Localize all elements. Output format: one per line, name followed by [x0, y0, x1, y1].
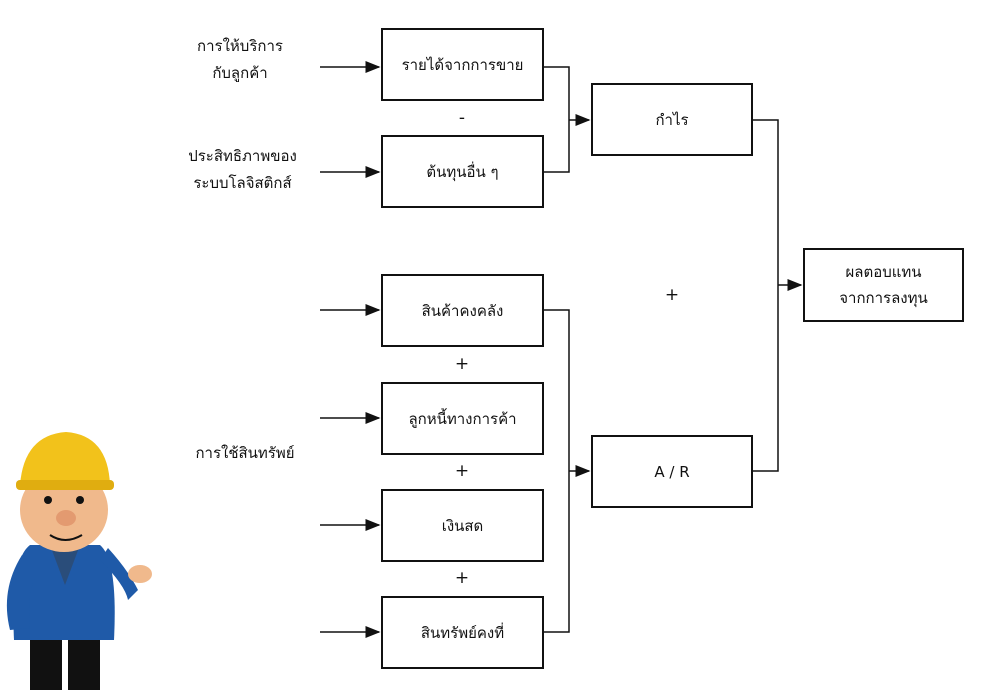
- box-profit: กำไร: [591, 83, 753, 156]
- box-receivables: ลูกหนี้ทางการค้า: [381, 382, 544, 455]
- plus-operator-main: +: [664, 285, 680, 305]
- input-service-label: การให้บริการ กับลูกค้า: [170, 33, 310, 87]
- box-revenue: รายได้จากการขาย: [381, 28, 544, 101]
- input-asset-use-label: การใช้สินทรัพย์: [195, 444, 295, 462]
- box-inventory: สินค้าคงคลัง: [381, 274, 544, 347]
- input-logistics-label: ประสิทธิภาพของ ระบบโลจิสติกส์: [160, 143, 325, 197]
- bracket-profit: [544, 66, 570, 173]
- box-other-costs: ต้นทุนอื่น ๆ: [381, 135, 544, 208]
- box-roi-line1: ผลตอบแทน: [845, 263, 922, 281]
- bracket-roi: [753, 119, 779, 472]
- box-ar: A / R: [591, 435, 753, 508]
- worker-mascot-icon: [6, 432, 152, 690]
- plus-operator-2: +: [454, 461, 470, 481]
- plus-operator-3: +: [454, 568, 470, 588]
- box-fixed-assets: สินทรัพย์คงที่: [381, 596, 544, 669]
- minus-operator: -: [458, 108, 466, 128]
- input-logistics-line1: ประสิทธิภาพของ: [188, 147, 297, 165]
- box-roi: ผลตอบแทน จากการลงทุน: [803, 248, 964, 322]
- box-roi-line2: จากการลงทุน: [839, 289, 928, 307]
- box-cash: เงินสด: [381, 489, 544, 562]
- input-service-line1: การให้บริการ: [197, 37, 283, 55]
- bracket-assets: [544, 309, 570, 633]
- input-logistics-line2: ระบบโลจิสติกส์: [193, 174, 292, 192]
- plus-operator-1: +: [454, 354, 470, 374]
- input-service-line2: กับลูกค้า: [212, 64, 268, 82]
